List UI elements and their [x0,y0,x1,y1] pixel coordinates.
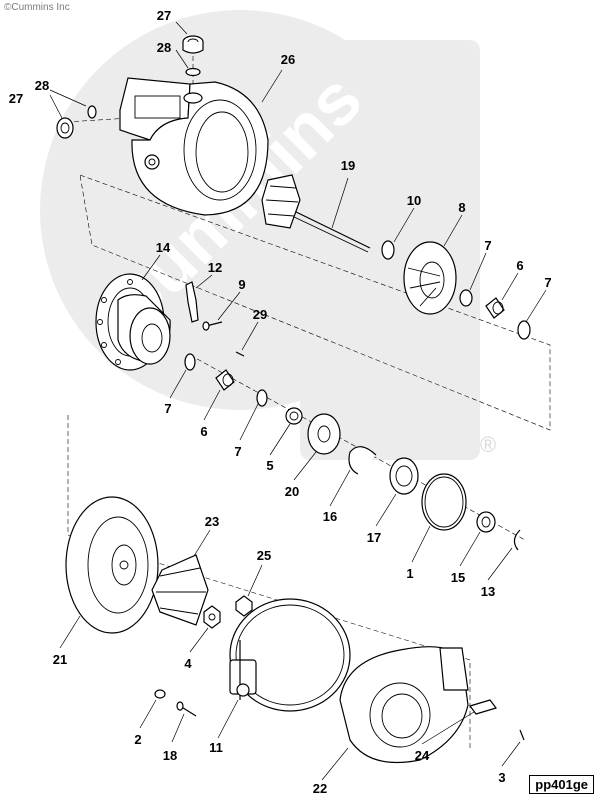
seal-ring-13 [513,529,521,551]
shaft-turbine-wheel-19 [261,174,371,253]
callout: 4 [184,656,192,671]
callout: 27 [157,8,171,23]
registered-mark: ® [480,432,496,457]
compressor-wheel-23 [151,554,209,626]
nut-4 [203,605,221,629]
callout: 17 [367,530,381,545]
retaining-ring-7-a [459,289,473,307]
callout: 7 [234,444,241,459]
callout: 3 [498,770,505,785]
retaining-ring-7-d [256,389,268,407]
callout: 7 [544,275,551,290]
retaining-ring-16 [348,446,377,475]
callout: 29 [253,307,267,322]
capscrew-18 [176,701,197,717]
callout: 8 [458,200,465,215]
callout: 26 [281,52,295,67]
callout: 18 [163,748,177,763]
washer-2 [154,689,166,699]
thrust-plate-20 [307,413,341,455]
callout: 7 [484,238,491,253]
callout: 11 [209,740,223,755]
o-ring-28-left [87,105,97,119]
fitting-27-left [56,117,74,139]
o-ring-28-top [185,67,201,77]
callout: 1 [406,566,413,581]
bearing-6-a [485,297,505,319]
callout: 6 [516,258,523,273]
seal-ring-15 [476,511,496,533]
v-band-clamp-11 [229,598,351,712]
callout: 20 [285,484,299,499]
fitting-27-top [182,35,204,54]
capscrew-9 [202,321,223,331]
snap-ring-10 [381,240,395,260]
callout: 12 [208,260,222,275]
callout: 16 [323,509,337,524]
callout: 24 [415,748,430,763]
turbine-housing-22 [339,646,469,764]
callout-numbers: 27 28 26 27 28 19 10 8 14 12 9 7 6 7 29 … [9,8,552,796]
retaining-ring-7-b [517,320,531,340]
pin-29 [235,351,245,357]
leader-lines [49,21,547,781]
thrust-bearing-5 [285,407,303,425]
callout: 13 [481,584,495,599]
callout: 14 [156,240,171,255]
heat-shield-21 [65,496,159,634]
callout: 15 [451,570,465,585]
cummins-watermark: Cummins ® [40,10,496,460]
drawing-reference-label: pp401ge [529,775,594,794]
copyright-text: ©Cummins Inc [4,2,70,13]
callout: 27 [9,91,23,106]
retaining-ring-7-c [184,353,196,371]
lock-plate-24 [469,699,497,715]
screw-3 [519,729,525,741]
bearing-6-b [215,369,235,391]
callout: 10 [407,193,421,208]
insert-17 [389,457,419,495]
callout: 28 [157,40,171,55]
callout: 23 [205,514,219,529]
thrust-collar-8 [403,241,457,315]
callout: 19 [341,158,355,173]
o-ring-1 [421,473,467,531]
callout: 21 [53,652,67,667]
callout: 28 [35,78,49,93]
lock-plate-12 [185,281,199,323]
callout: 22 [313,781,327,796]
bearing-housing-14 [95,273,171,371]
callout: 9 [238,277,245,292]
callout: 7 [164,401,171,416]
compressor-housing-26 [119,77,269,216]
callout: 2 [134,732,141,747]
callout: 6 [200,424,207,439]
callout: 25 [257,548,271,563]
callout: 5 [266,458,273,473]
nut-25 [235,595,253,617]
